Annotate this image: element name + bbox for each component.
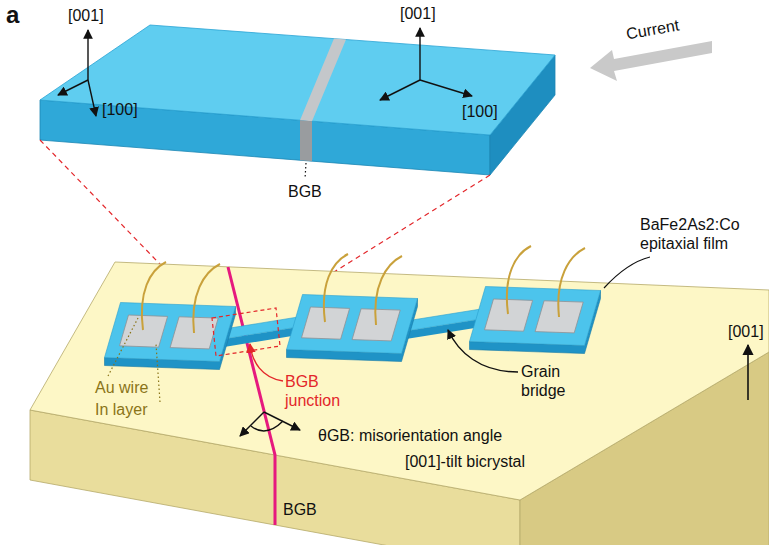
leader-line	[305, 163, 306, 179]
zoomed-film-slab	[40, 25, 555, 179]
film-pad	[287, 254, 418, 362]
substrate-label: [001]-tilt bicrystal	[405, 452, 525, 471]
grain-boundary-stripe	[300, 39, 346, 122]
leader-lines	[108, 257, 650, 402]
contact-label: In layer	[95, 400, 147, 419]
axis-label: [100]	[102, 100, 138, 119]
film-pad	[470, 246, 601, 354]
junction-label: BGB junction	[285, 372, 370, 410]
boundary-label: BGB	[283, 500, 317, 519]
axis-label: [001]	[400, 4, 436, 23]
panel-letter: a	[6, 2, 19, 28]
axis-label: [001]	[68, 6, 104, 25]
current-label: Current	[625, 16, 681, 44]
slab-top-face	[40, 25, 555, 135]
grain-boundary-line	[228, 267, 275, 525]
axis-label: [001]	[728, 322, 764, 341]
junction-marker	[212, 308, 280, 356]
angle-label: θGB: misorientation angle	[318, 426, 502, 445]
boundary-label: BGB	[288, 182, 322, 201]
wire-label: Au wire	[95, 378, 148, 397]
film-label: BaFe2As2:Co epitaxial film	[640, 215, 765, 253]
grain-boundary-stripe	[300, 120, 312, 161]
bridge-label: Grain bridge	[521, 362, 581, 400]
axis-label: [100]	[462, 102, 498, 121]
axis-arrow	[747, 345, 749, 400]
current-arrow	[590, 41, 712, 81]
angle-symbol	[240, 412, 300, 436]
